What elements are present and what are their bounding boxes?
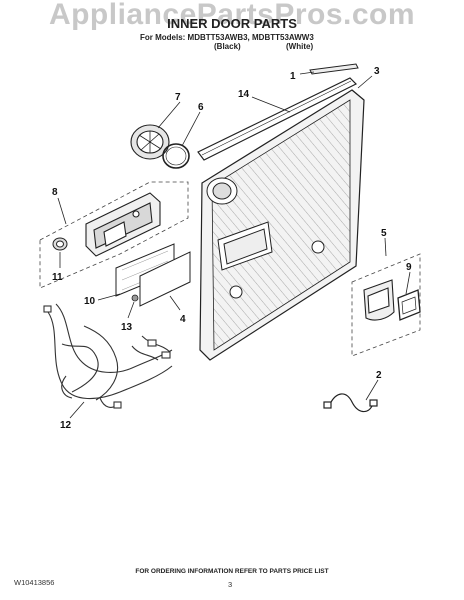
ordering-note: FOR ORDERING INFORMATION REFER TO PARTS … bbox=[135, 568, 329, 575]
mounting-screw bbox=[131, 294, 139, 302]
color-black-label: (Black) bbox=[214, 42, 241, 51]
vent-opening bbox=[206, 177, 238, 205]
callout-7: 7 bbox=[175, 92, 181, 103]
detergent-dispenser bbox=[85, 192, 161, 257]
page-number: 3 bbox=[228, 580, 233, 589]
leader-lines bbox=[57, 71, 411, 419]
callout-2: 2 bbox=[376, 370, 382, 381]
control-group-outline bbox=[351, 253, 421, 357]
callout-6: 6 bbox=[198, 102, 204, 113]
document-number: W10413856 bbox=[14, 578, 55, 587]
callout-12: 12 bbox=[60, 420, 72, 431]
release-knob bbox=[52, 237, 68, 251]
control-housing bbox=[363, 279, 395, 321]
page-title: INNER DOOR PARTS bbox=[167, 16, 297, 31]
callout-1: 1 bbox=[290, 71, 296, 82]
control-gasket bbox=[397, 289, 421, 321]
vent-gasket bbox=[162, 143, 190, 169]
callout-8: 8 bbox=[52, 187, 58, 198]
dispenser-group-outline bbox=[39, 181, 189, 289]
inner-door-panel bbox=[199, 89, 365, 361]
callout-14: 14 bbox=[238, 89, 250, 100]
callout-10: 10 bbox=[84, 296, 96, 307]
model-numbers: For Models: MDBTT53AWB3, MDBTT53AWW3 bbox=[140, 33, 314, 42]
callout-13: 13 bbox=[121, 322, 133, 333]
wire-harness bbox=[43, 303, 173, 409]
vent-assembly bbox=[130, 124, 170, 160]
door-gasket bbox=[197, 77, 358, 161]
door-cable bbox=[323, 393, 378, 413]
callout-5: 5 bbox=[381, 228, 387, 239]
callout-9: 9 bbox=[406, 262, 412, 273]
callout-11: 11 bbox=[52, 272, 63, 283]
dispenser-opening bbox=[217, 221, 325, 299]
color-white-label: (White) bbox=[286, 42, 314, 51]
watermark-text: AppliancePartsPros.com bbox=[48, 0, 416, 31]
top-gasket bbox=[309, 63, 359, 75]
cover-plate bbox=[139, 251, 191, 307]
callout-4: 4 bbox=[180, 314, 186, 325]
callout-3: 3 bbox=[374, 66, 380, 77]
